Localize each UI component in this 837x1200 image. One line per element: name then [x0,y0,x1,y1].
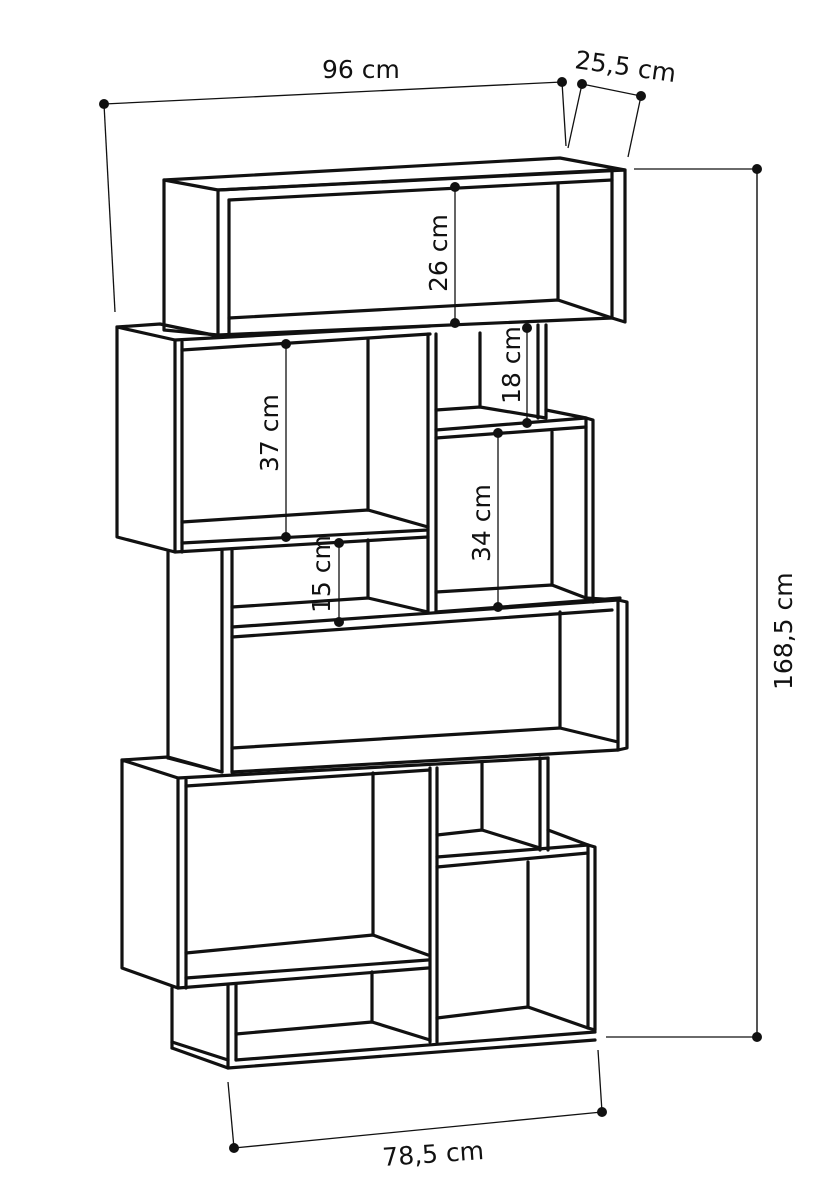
right-middle-compartment-label: 34 cm [467,484,496,562]
dim-overall-width: 96 cm [99,55,567,313]
dim-small-left-compartment: 15 cm [307,535,344,627]
small-left-compartment-label: 15 cm [307,535,336,613]
upper-right-niche [434,323,622,614]
lower-right-box [435,756,597,1032]
small-right-compartment-label: 18 cm [497,326,526,404]
left-upper-compartment-label: 37 cm [255,394,284,472]
width-label: 96 cm [322,55,400,84]
base-width-label: 78,5 cm [381,1136,484,1172]
dim-small-right-compartment: 18 cm [497,323,532,428]
top-compartment-label: 26 cm [424,214,453,292]
lower-left-box [120,755,550,1044]
dim-depth: 25,5 cm [567,45,678,158]
depth-label: 25,5 cm [573,45,678,88]
upper-left-box [115,322,438,614]
dim-right-middle-compartment: 34 cm [467,428,503,612]
dim-left-upper-compartment: 37 cm [255,339,291,542]
height-label: 168,5 cm [769,572,798,690]
top-box [162,156,627,337]
dim-overall-height: 168,5 cm [606,164,798,1042]
dim-base-width: 78,5 cm [227,1049,607,1172]
bottom-base [170,970,597,1070]
dim-top-compartment: 26 cm [424,182,460,328]
middle-box [166,538,629,774]
